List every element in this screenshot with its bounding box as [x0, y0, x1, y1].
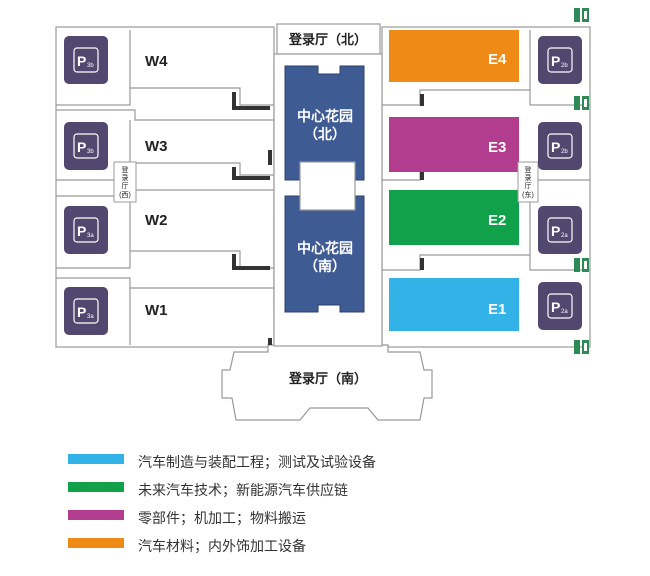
north-lobby-outline: [276, 23, 381, 55]
legend-text: 零部件；机加工；物料搬运: [138, 511, 306, 527]
toilet-icon: [574, 258, 589, 272]
legend-swatch-orange: [68, 538, 124, 548]
hall-w2-label: W2: [145, 212, 168, 229]
garden-south-label-1: 中心花园: [297, 240, 353, 256]
west-lobby-label-3: 厅: [122, 182, 129, 190]
hall-e2[interactable]: [389, 190, 519, 245]
garden-center-building: [299, 161, 356, 211]
parking-letter: P: [77, 223, 86, 239]
toilet-icon: [574, 8, 589, 22]
hall-e3-label: E3: [488, 139, 506, 156]
parking-sub-label: 2a: [561, 233, 568, 239]
east-lobby[interactable]: [517, 161, 539, 203]
legend-text: 汽车材料；内外饰加工设备: [138, 539, 306, 555]
parking-icon: [547, 293, 573, 319]
legend-swatch-blue: [68, 454, 124, 464]
hall-w1-label: W1: [145, 302, 168, 319]
west-lobby[interactable]: [113, 161, 137, 203]
parking-icon: [73, 217, 99, 243]
south-lobby-label: 登录厅（南）: [288, 371, 367, 386]
hall-e1-label: E1: [488, 301, 506, 318]
parking-icon: [547, 47, 573, 73]
south-lobby-outline: [221, 344, 433, 421]
hall-w4-label: W4: [145, 53, 168, 70]
parking-sub-label: 3a: [87, 233, 94, 239]
garden-south-label-2: （南）: [304, 258, 346, 274]
west-lobby-label-4: (西): [119, 191, 131, 199]
parking-letter: P: [551, 53, 560, 69]
parking-letter: P: [77, 304, 86, 320]
hall-e1[interactable]: [389, 278, 519, 331]
east-lobby-label-3: 厅: [525, 182, 532, 190]
garden-north-label-1: 中心花园: [297, 108, 353, 124]
parking-sub-label: 2a: [561, 309, 568, 315]
parking-sub-label: 2b: [561, 63, 568, 69]
parking-sub-label: 3b: [87, 149, 94, 155]
parking-icon: [547, 133, 573, 159]
garden-north-label-2: （北）: [304, 126, 346, 142]
hall-e3[interactable]: [389, 117, 519, 172]
toilet-icon: [574, 340, 589, 354]
north-lobby-label: 登录厅（北）: [288, 32, 367, 47]
parking-sub-label: 3b: [87, 63, 94, 69]
garden-south[interactable]: [284, 195, 365, 313]
west-lobby-label-2: 录: [122, 174, 129, 182]
parking-letter: P: [77, 139, 86, 155]
parking-letter: P: [551, 139, 560, 155]
toilet-icon: [574, 96, 589, 110]
parking-icon: [547, 217, 573, 243]
parking-sub-label: 3a: [87, 314, 94, 320]
hall-e4[interactable]: [389, 30, 519, 82]
hall-e2-label: E2: [488, 212, 506, 229]
parking-letter: P: [551, 223, 560, 239]
legend-swatch-magenta: [68, 510, 124, 520]
parking-letter: P: [77, 53, 86, 69]
parking-icon: [73, 47, 99, 73]
legend-text: 未来汽车技术；新能源汽车供应链: [138, 483, 348, 499]
parking-letter: P: [551, 299, 560, 315]
east-lobby-label-4: (东): [522, 190, 534, 199]
east-lobby-label-1: 登: [525, 165, 532, 174]
legend-swatch-green: [68, 482, 124, 492]
legend-text: 汽车制造与装配工程；测试及试验设备: [138, 455, 376, 471]
east-lobby-label-2: 录: [525, 174, 532, 182]
hall-w3-label: W3: [145, 138, 168, 155]
parking-icon: [73, 298, 99, 324]
parking-icon: [73, 133, 99, 159]
parking-sub-label: 2b: [561, 149, 568, 155]
hall-e4-label: E4: [488, 51, 507, 68]
west-lobby-label-1: 登: [122, 165, 129, 174]
